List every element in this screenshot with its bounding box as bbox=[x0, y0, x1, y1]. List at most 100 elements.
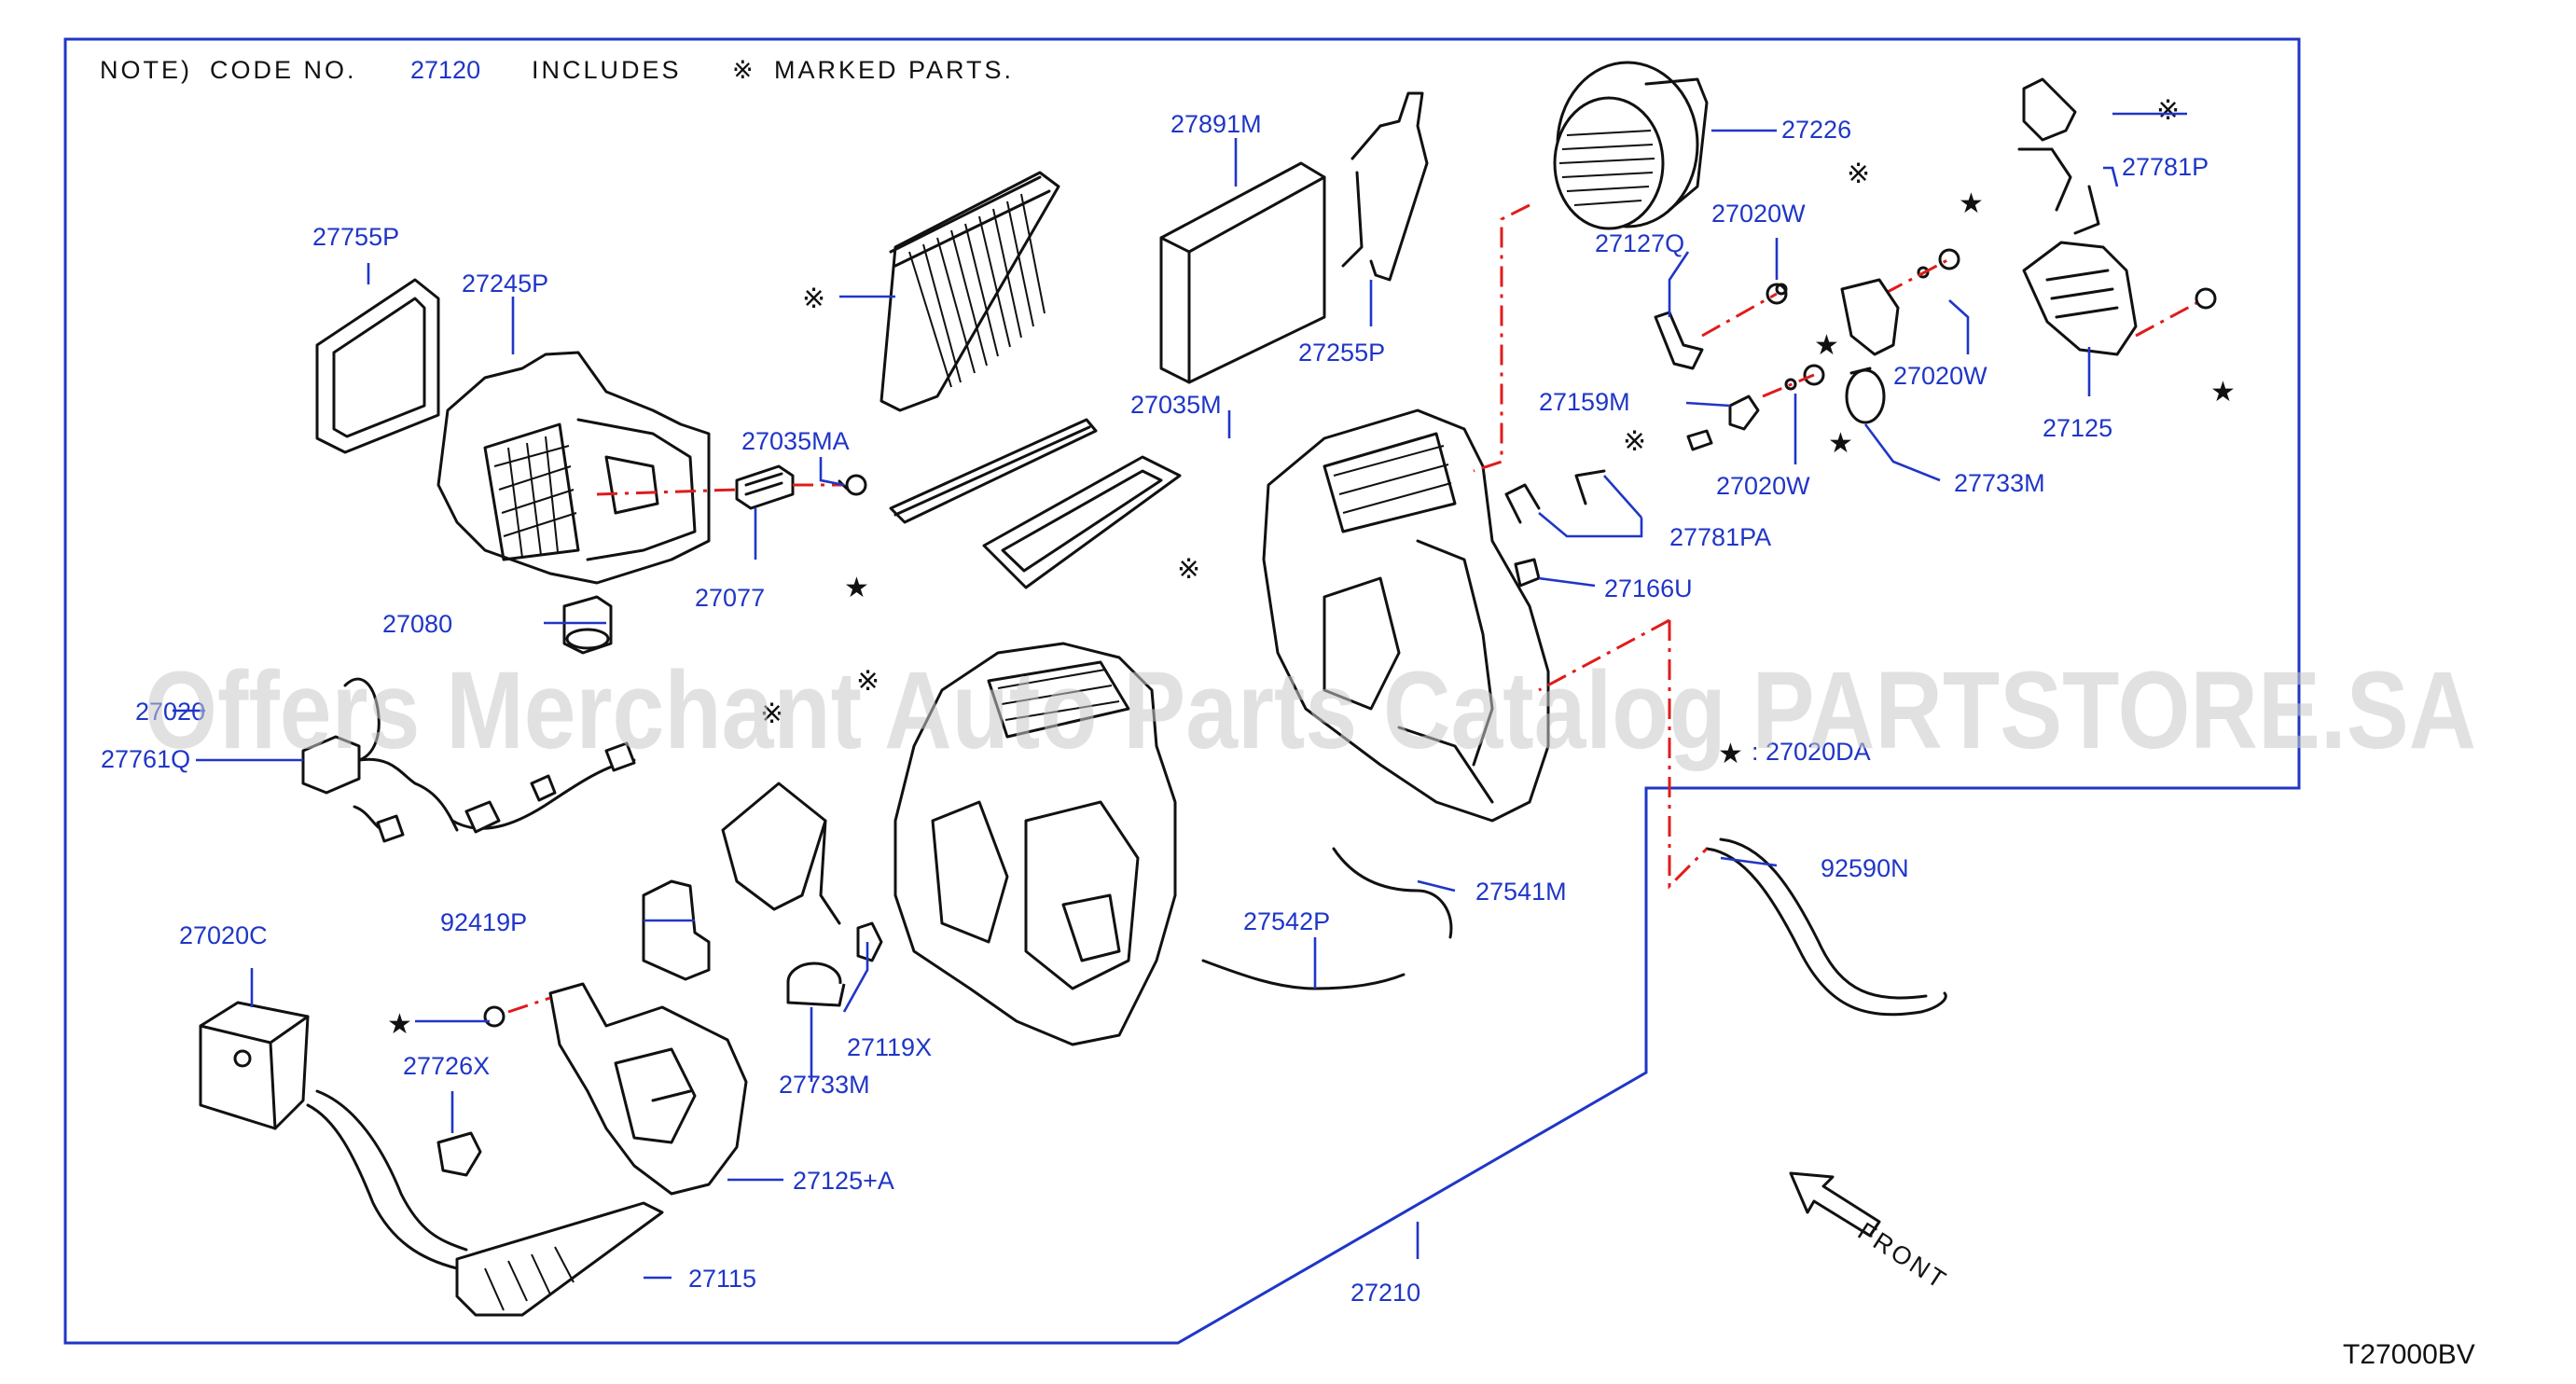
diagram-code: T27000BV bbox=[2343, 1339, 2475, 1370]
callout-27761q[interactable]: 27761Q bbox=[101, 745, 190, 773]
cable-27542p bbox=[1201, 959, 1406, 990]
callout-27115[interactable]: 27115 bbox=[688, 1265, 756, 1293]
filter-rail-27035ma bbox=[889, 418, 1098, 524]
block-27020c bbox=[199, 1001, 310, 1130]
housing-lower-※ bbox=[893, 642, 1177, 1046]
front-arrow: FRONT bbox=[1789, 1171, 1953, 1295]
lever-27781p bbox=[2017, 77, 2100, 235]
blower-motor-27226 bbox=[1553, 61, 1709, 230]
wire-bracket bbox=[721, 782, 841, 925]
motor-27733m-lower bbox=[786, 962, 846, 1007]
callout-27755p[interactable]: 27755P bbox=[312, 223, 399, 251]
leader-lines bbox=[173, 112, 2187, 1280]
intake-case-27245p bbox=[436, 351, 711, 585]
harness-27761q bbox=[301, 677, 636, 843]
link-27159m bbox=[1686, 394, 1760, 451]
callout-92590n[interactable]: 92590N bbox=[1821, 854, 1909, 882]
note-prefix: NOTE) bbox=[100, 56, 192, 84]
seal-frame-27755p bbox=[315, 278, 440, 454]
callout-27125[interactable]: 27125 bbox=[2043, 414, 2112, 442]
callout-27255p[interactable]: 27255P bbox=[1298, 339, 1385, 367]
callout-27020w-lower[interactable]: 27020W bbox=[1716, 472, 1810, 500]
heater-core-27115 bbox=[306, 1089, 664, 1317]
callout-27781pa[interactable]: 27781PA bbox=[1669, 523, 1771, 551]
note-code-value[interactable]: 27120 bbox=[410, 56, 480, 84]
callout-27781p[interactable]: 27781P bbox=[2122, 153, 2209, 181]
watermark: Offers Merchant Auto Parts Catalog PARTS… bbox=[145, 649, 2476, 772]
actuator-27077 bbox=[735, 464, 795, 510]
callout-27127q[interactable]: 27127Q bbox=[1595, 229, 1684, 257]
note-code-label: CODE NO. bbox=[210, 56, 357, 84]
callout-27125a[interactable]: 27125+A bbox=[793, 1167, 894, 1195]
valve-27726x bbox=[436, 1131, 482, 1177]
clip-27119x bbox=[856, 921, 883, 962]
front-label: FRONT bbox=[1853, 1217, 1953, 1295]
star-legend: ★ : 27020DA bbox=[1718, 738, 1871, 769]
cover-92419p bbox=[642, 879, 711, 981]
actuator-27125 bbox=[2022, 241, 2138, 356]
centerline-27020w-upper bbox=[1701, 292, 1778, 338]
svg-text:※: ※ bbox=[802, 284, 825, 314]
filter-27891m bbox=[1159, 161, 1326, 384]
callout-27077[interactable]: 27077 bbox=[695, 584, 765, 612]
callout-27733m-lower[interactable]: 27733M bbox=[779, 1071, 870, 1099]
callout-27226[interactable]: 27226 bbox=[1781, 116, 1851, 144]
wire-27781pa bbox=[1504, 469, 1606, 524]
front-arrow-icon bbox=[1789, 1171, 1881, 1238]
svg-text:※: ※ bbox=[856, 666, 879, 697]
callout-92419p[interactable]: 92419P bbox=[440, 908, 527, 936]
svg-text:★: ★ bbox=[844, 573, 869, 603]
callout-27020c[interactable]: 27020C bbox=[179, 921, 268, 949]
callout-27020w-top[interactable]: 27020W bbox=[1711, 200, 1806, 228]
callout-27733m-upper[interactable]: 27733M bbox=[1954, 469, 2045, 497]
cable-27541m bbox=[1332, 847, 1453, 939]
bracket-27255p bbox=[1341, 91, 1429, 282]
star-legend-icon: ★ bbox=[1718, 739, 1743, 769]
svg-text:※: ※ bbox=[1847, 159, 1870, 189]
svg-text:★: ★ bbox=[387, 1009, 412, 1040]
actuator-27125a bbox=[548, 982, 748, 1196]
centerline-27125 bbox=[2135, 301, 2197, 338]
callout-27035m[interactable]: 27035M bbox=[1130, 391, 1222, 419]
star-icons: ★ ★ ★ ★ ★ ★ bbox=[387, 188, 2236, 1040]
callout-27020[interactable]: 27020 bbox=[135, 698, 205, 726]
svg-text:※: ※ bbox=[1623, 426, 1646, 457]
note-marked-parts: MARKED PARTS. bbox=[774, 56, 1014, 84]
diagram-frame bbox=[63, 37, 2301, 1345]
svg-text:※: ※ bbox=[2156, 95, 2180, 126]
svg-text:★: ★ bbox=[1828, 428, 1853, 459]
callout-27542p[interactable]: 27542P bbox=[1243, 907, 1330, 935]
reference-mark-icons: ※ ※ ※ ※ ※ ※ ※ bbox=[760, 95, 2180, 729]
callout-27020w-right[interactable]: 27020W bbox=[1893, 362, 1987, 390]
centerline-27020w-mid bbox=[1883, 257, 1950, 296]
centerline-27035ma bbox=[596, 488, 738, 496]
housing-upper-※ bbox=[1262, 408, 1550, 823]
callout-27245p[interactable]: 27245P bbox=[462, 270, 548, 298]
centerline-blower bbox=[1473, 203, 1530, 473]
svg-text:※: ※ bbox=[760, 699, 783, 729]
svg-text:※: ※ bbox=[1177, 554, 1200, 585]
callout-27159m[interactable]: 27159M bbox=[1539, 388, 1630, 416]
callout-27210[interactable]: 27210 bbox=[1350, 1279, 1420, 1307]
callout-27080[interactable]: 27080 bbox=[382, 610, 452, 638]
gear-upper bbox=[1840, 278, 1900, 356]
callout-27541m[interactable]: 27541M bbox=[1475, 878, 1567, 906]
svg-text:★: ★ bbox=[2210, 377, 2236, 408]
centerline-housing bbox=[1538, 618, 1670, 692]
hose-92590n bbox=[1705, 837, 1947, 1017]
note-mark-symbol: ※ bbox=[732, 56, 756, 84]
callout-27035ma[interactable]: 27035MA bbox=[741, 427, 850, 455]
centerline-92590n bbox=[1668, 620, 1709, 890]
note-includes: INCLUDES bbox=[532, 56, 682, 84]
callout-27119x[interactable]: 27119X bbox=[847, 1033, 932, 1061]
callout-27166u[interactable]: 27166U bbox=[1604, 574, 1693, 602]
motor-27080 bbox=[562, 595, 613, 655]
lever-27127q bbox=[1654, 311, 1704, 370]
callout-27726x[interactable]: 27726X bbox=[403, 1052, 490, 1080]
callout-27891m[interactable]: 27891M bbox=[1170, 110, 1262, 138]
evaporator-27891m bbox=[879, 171, 1060, 412]
filter-frame-27035m bbox=[982, 455, 1182, 589]
star-legend-text[interactable]: : 27020DA bbox=[1752, 738, 1871, 766]
screw-27125a bbox=[483, 1005, 506, 1028]
